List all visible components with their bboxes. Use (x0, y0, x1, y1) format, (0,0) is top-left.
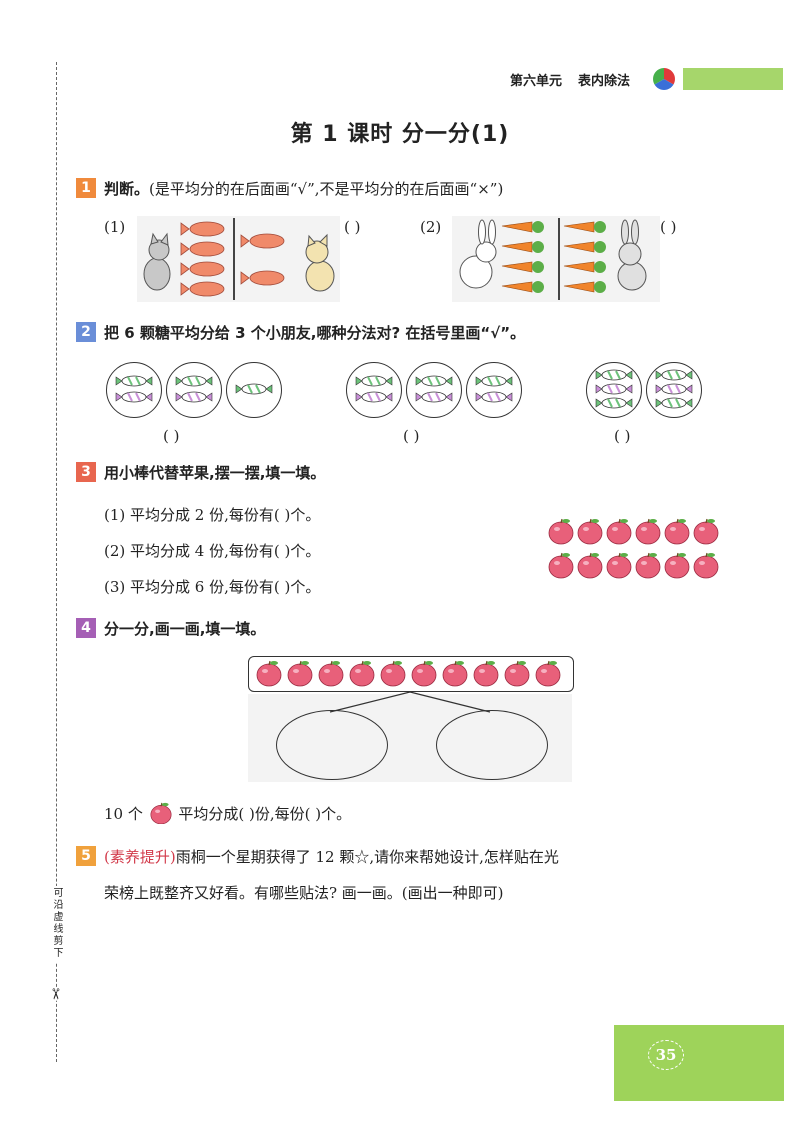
question-number-5: 5 (76, 846, 96, 866)
question-number-4: 4 (76, 618, 96, 638)
q1-answer-paren-2[interactable]: ( ) (660, 218, 677, 236)
q2-text: 把 6 颗糖平均分给 3 个小朋友,哪种分法对? 在括号里画“√”。 (104, 324, 526, 342)
question-number-3: 3 (76, 462, 96, 482)
group-ellipse-right[interactable] (436, 710, 548, 780)
cut-hint: 可沿虚线剪下 (53, 886, 64, 962)
unit-label: 第六单元 (510, 74, 563, 89)
q3-apples (548, 518, 719, 579)
q5-line-2: 荣榜上既整齐又好看。有哪些贴法? 画一画。(画出一种即可) (104, 884, 504, 902)
q5-text-1: 雨桐一个星期获得了 12 颗☆,请你来帮她设计,怎样贴在光 (175, 848, 559, 866)
color-ball-icon (653, 68, 675, 90)
apple-icon (149, 802, 172, 825)
candy-plate (106, 362, 162, 418)
group-ellipse-left[interactable] (276, 710, 388, 780)
q3-item-2[interactable]: (2) 平均分成 4 份,每份有( )个。 (104, 542, 321, 560)
q5-tag: (素养提升) (104, 848, 176, 866)
q4-fill-line[interactable]: 10 个 平均分成( )份,每份( )个。 (104, 802, 352, 825)
q2-answer-paren-a[interactable]: ( ) (163, 427, 180, 445)
q1-item2-label: (2) (420, 218, 442, 236)
division-lines (329, 691, 491, 713)
page-title: 第 1 课时 分一分(1) (290, 122, 510, 147)
q4-fill-pre: 10 个 (104, 805, 143, 823)
candy-plate (346, 362, 402, 418)
page-number-box (614, 1025, 784, 1101)
cats-and-fish-picture (137, 216, 340, 302)
question-number-1: 1 (76, 178, 96, 198)
candy-plate (166, 362, 222, 418)
question-number-2: 2 (76, 322, 96, 342)
q3-text: 用小棒代替苹果,摆一摆,填一填。 (104, 464, 326, 482)
q1-item2-divider (558, 218, 560, 300)
q2-answer-paren-b[interactable]: ( ) (403, 427, 420, 445)
scissors-icon: ✂ (46, 987, 65, 1001)
q5-line-1: (素养提升)雨桐一个星期获得了 12 颗☆,请你来帮她设计,怎样贴在光 (104, 846, 559, 867)
candy-drawing (115, 369, 693, 409)
rabbits-and-carrots-picture (452, 216, 660, 302)
header-green-bar (683, 68, 783, 90)
q4-fill-post: 平均分成( )份,每份( )个。 (178, 805, 352, 823)
candy-plate (406, 362, 462, 418)
q4-apples (256, 660, 561, 687)
page-number: 35 (648, 1040, 684, 1070)
q3-item-1[interactable]: (1) 平均分成 2 份,每份有( )个。 (104, 506, 321, 524)
q2-answer-paren-c[interactable]: ( ) (614, 427, 631, 445)
q4-text: 分一分,画一画,填一填。 (104, 620, 266, 638)
q3-item-3[interactable]: (3) 平均分成 6 份,每份有( )个。 (104, 578, 321, 596)
q1-item1-label: (1) (104, 218, 126, 236)
q1-item1-divider (233, 218, 235, 300)
q1-instruction: (是平均分的在后面画“√”,不是平均分的在后面画“×”) (149, 180, 504, 198)
cut-dashed-line (56, 62, 57, 1062)
topic-label: 表内除法 (578, 74, 631, 89)
candy-plate (466, 362, 522, 418)
q1-lead: 判断。 (104, 180, 150, 198)
unit-header: 第六单元表内除法 (510, 70, 646, 89)
q1-text: 判断。(是平均分的在后面画“√”,不是平均分的在后面画“×”) (104, 178, 503, 199)
q1-answer-paren-1[interactable]: ( ) (344, 218, 361, 236)
